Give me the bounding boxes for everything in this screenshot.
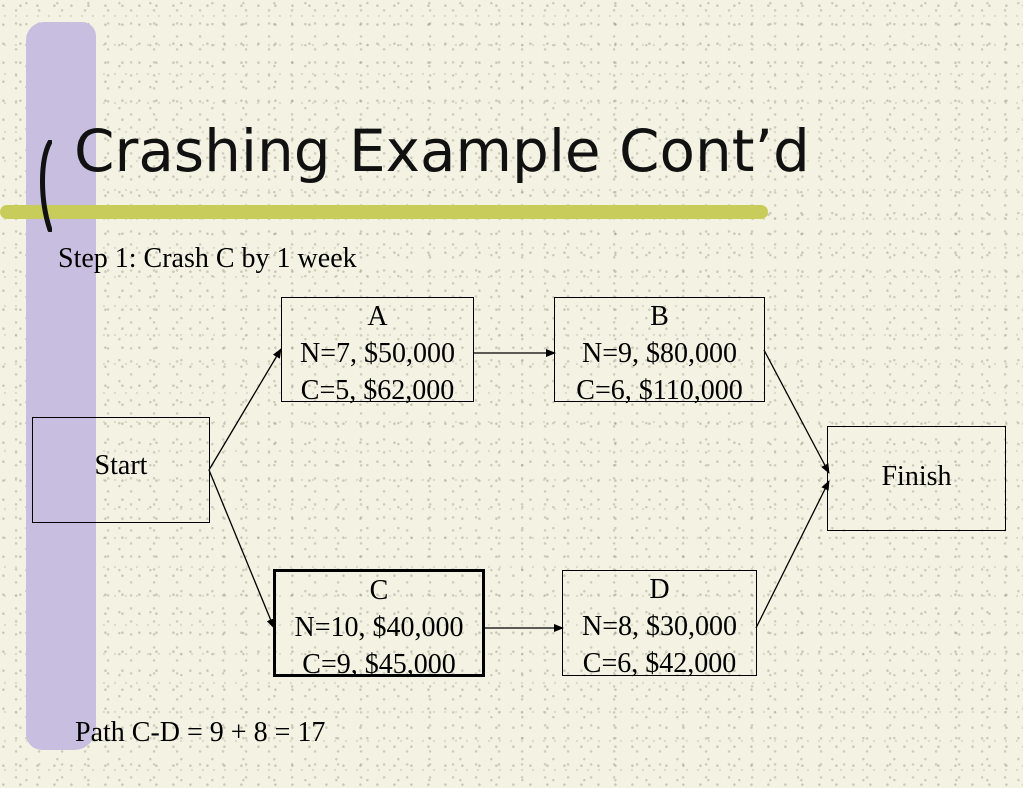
- node-start: Start: [32, 417, 210, 523]
- node-c: C N=10, $40,000 C=9, $45,000: [273, 569, 485, 680]
- node-a-name: A: [367, 301, 388, 332]
- arrow-start-to-a: [208, 348, 282, 471]
- node-c-crash: C=9, $45,000: [302, 649, 456, 680]
- node-b: B N=9, $80,000 C=6, $110,000: [554, 297, 765, 406]
- arrow-start-to-c: [208, 469, 275, 629]
- slide-title: Crashing Example Cont’d: [74, 117, 810, 185]
- node-d-normal: N=8, $30,000: [581, 611, 737, 642]
- node-finish: Finish: [827, 426, 1006, 531]
- node-c-name: C: [369, 575, 389, 606]
- node-c-normal: N=10, $40,000: [294, 612, 464, 643]
- step-description: Step 1: Crash C by 1 week: [58, 243, 357, 274]
- arrow-d-to-finish: [755, 480, 830, 629]
- node-d-name: D: [649, 574, 670, 605]
- node-a-crash: C=5, $62,000: [300, 375, 455, 406]
- node-finish-label: Finish: [881, 461, 952, 492]
- node-b-name: B: [650, 301, 669, 332]
- node-d: D N=8, $30,000 C=6, $42,000: [562, 570, 757, 679]
- node-d-crash: C=6, $42,000: [582, 648, 737, 679]
- title-underline: [0, 205, 768, 219]
- node-b-normal: N=9, $80,000: [581, 338, 737, 369]
- node-a-normal: N=7, $50,000: [299, 338, 455, 369]
- node-b-crash: C=6, $110,000: [576, 375, 743, 406]
- arrow-b-to-finish: [763, 349, 830, 474]
- title-bracket-stroke: [40, 140, 52, 232]
- node-a: A N=7, $50,000 C=5, $62,000: [281, 297, 474, 406]
- decorative-sidebar-bar: [26, 22, 96, 750]
- node-start-label: Start: [94, 449, 148, 481]
- path-summary: Path C-D = 9 + 8 = 17: [75, 717, 326, 748]
